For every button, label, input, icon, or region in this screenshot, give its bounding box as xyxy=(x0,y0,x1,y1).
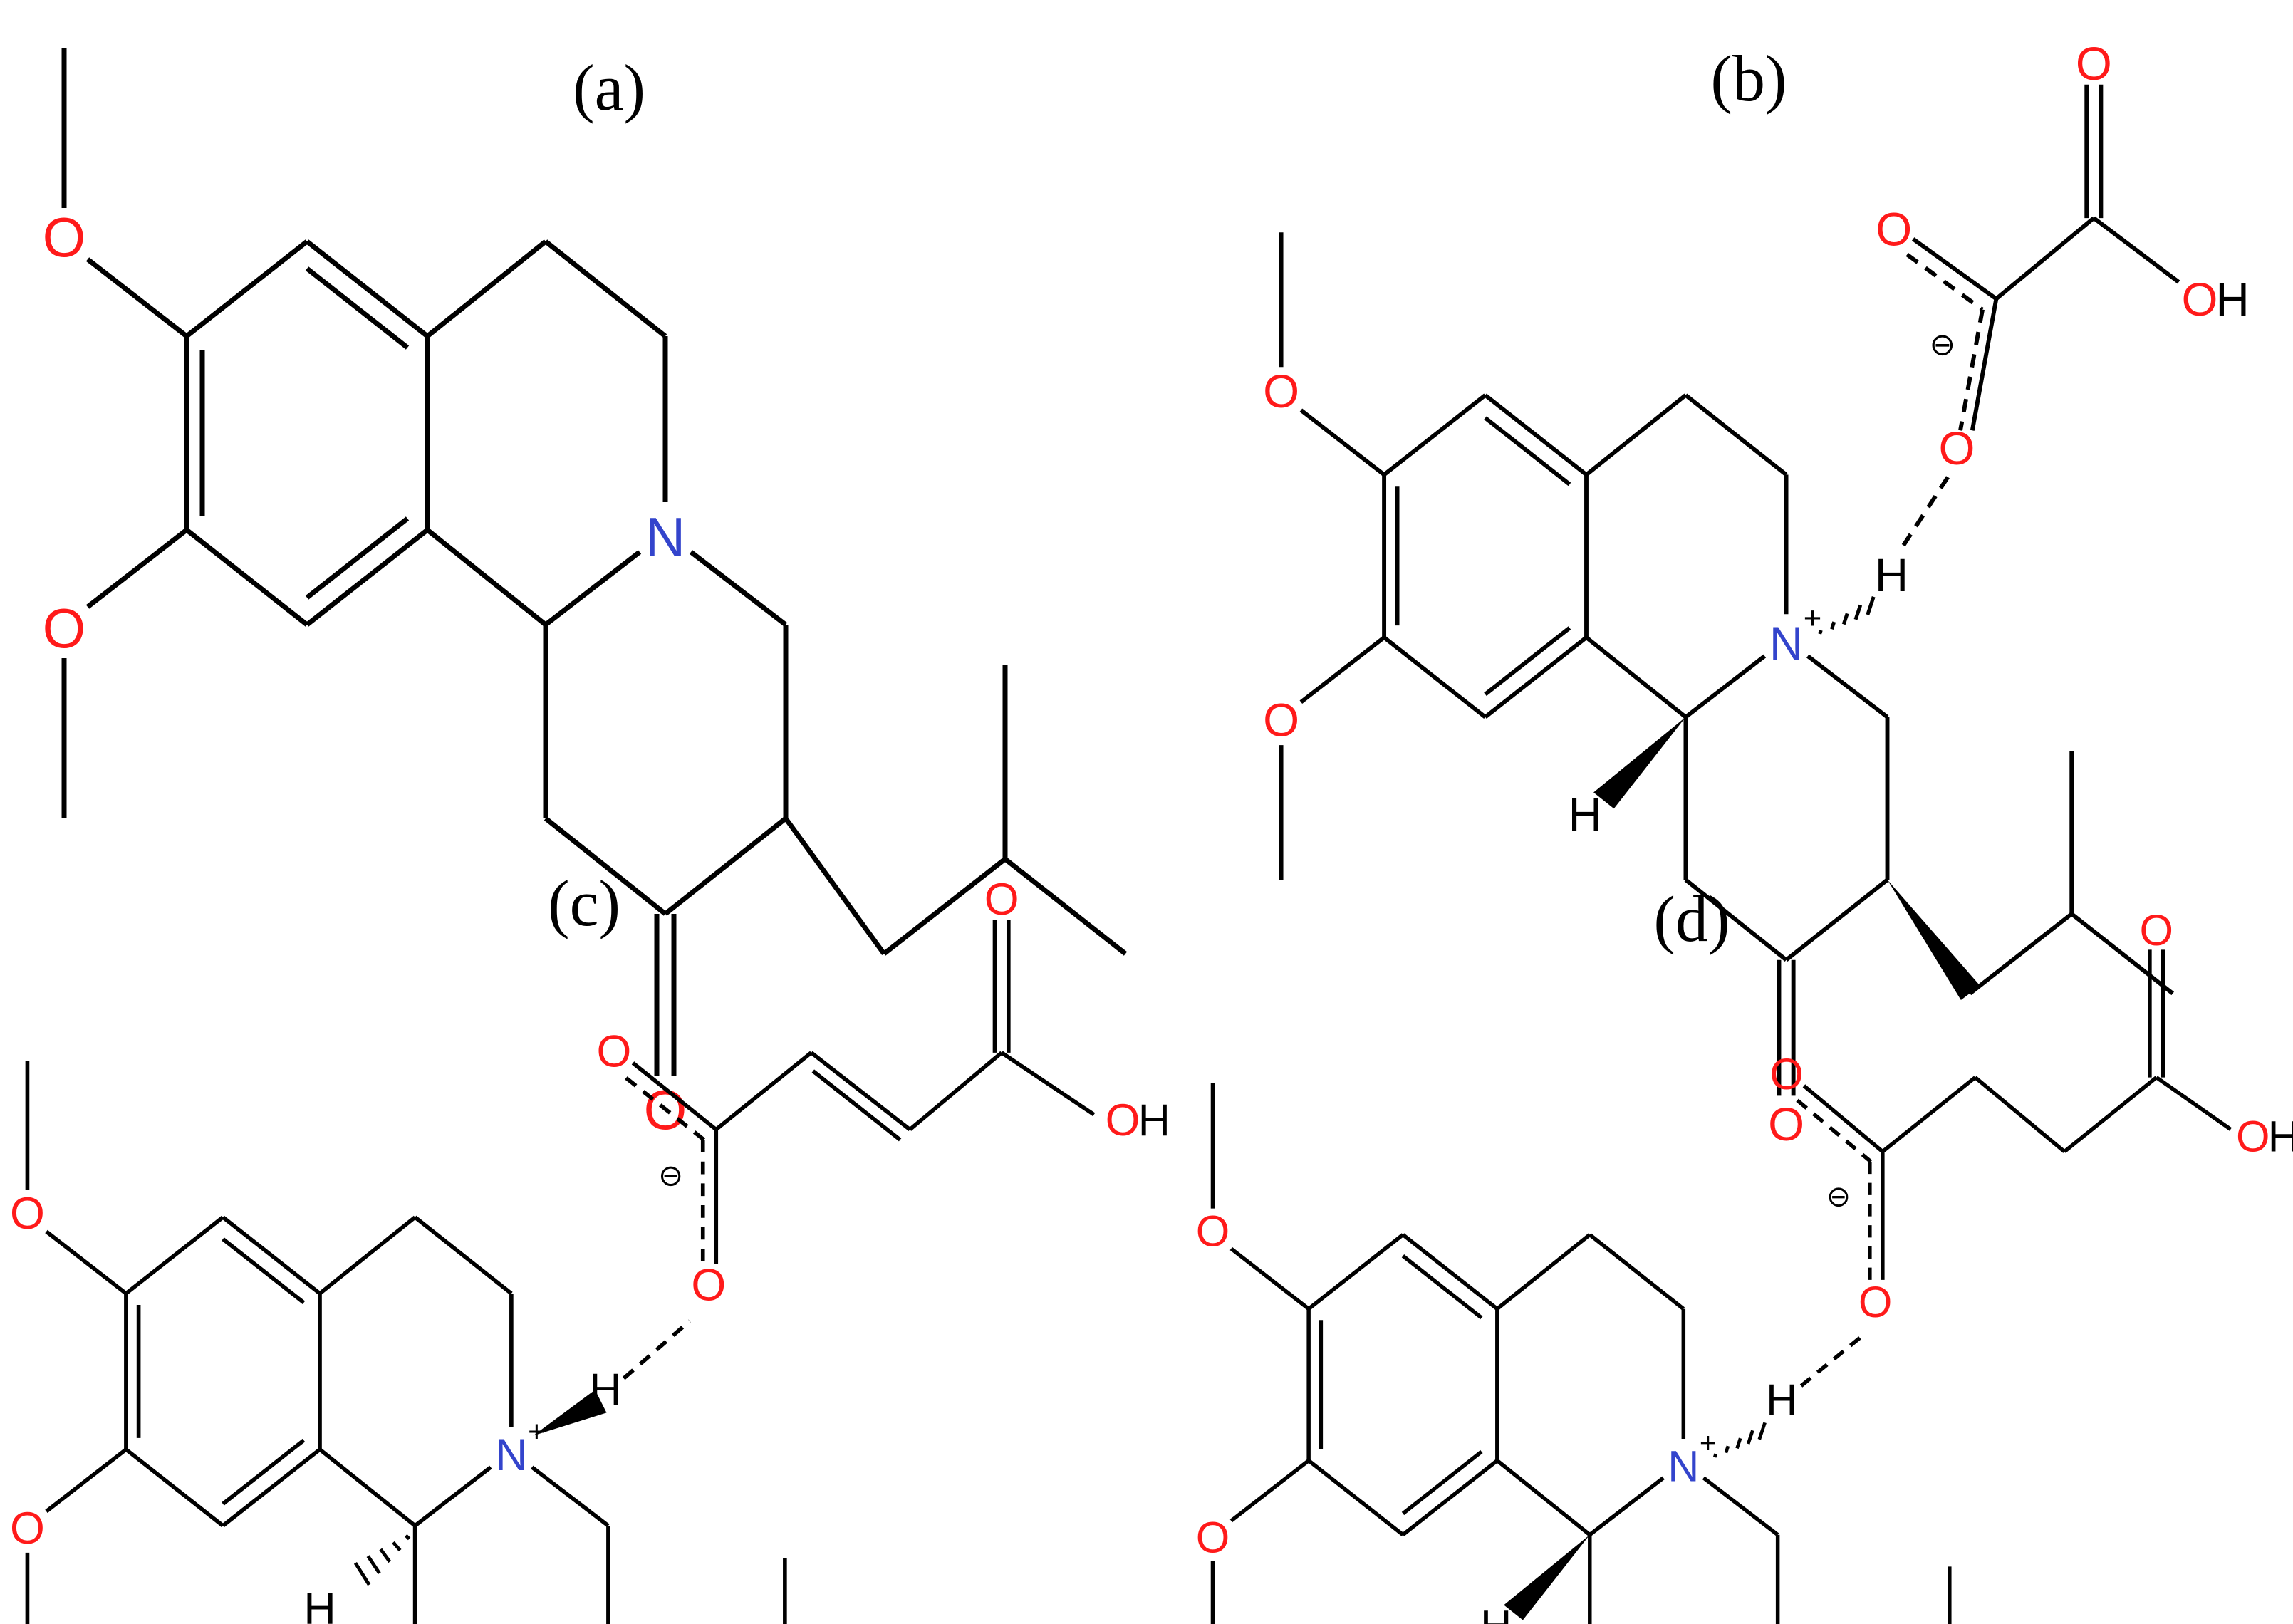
panel-label-d: (d) xyxy=(1653,883,1730,955)
atom-oxygen-acid-carbonyl: O xyxy=(2076,38,2112,90)
atom-hydroxyl-h: H xyxy=(1138,1095,1170,1145)
hydrogen-bond xyxy=(622,1319,692,1380)
hydrogen-bond xyxy=(1901,472,1953,547)
atom-oxygen-carboxylate-lower: O xyxy=(691,1261,726,1311)
atom-nitrogen-protonated: N xyxy=(495,1430,527,1480)
atom-oxygen-carboxylate-upper: O xyxy=(1876,204,1912,256)
atom-nitrogen-protonated: N xyxy=(1769,618,1803,670)
positive-charge-symbol: + xyxy=(1804,601,1822,636)
atom-hydrogen-11b: H xyxy=(1480,1601,1512,1624)
atom-hydrogen-11b: H xyxy=(303,1584,336,1624)
negative-charge-symbol: ⊖ xyxy=(658,1159,683,1192)
atom-hydroxyl-o: O xyxy=(2182,274,2218,326)
atom-hydroxyl-h: H xyxy=(2216,274,2250,326)
atom-hydrogen-11b: H xyxy=(1569,788,1602,840)
panel-b: (b) xyxy=(1263,38,2250,1150)
panel-c: (c) xyxy=(10,867,1170,1624)
molecule-a-skeleton xyxy=(64,48,1125,1076)
hydrogen-bond xyxy=(1799,1334,1864,1388)
atom-oxygen-methoxy-top: O xyxy=(43,206,86,269)
negative-charge-symbol: ⊖ xyxy=(1930,328,1956,363)
atom-oxygen-methoxy-bottom: O xyxy=(43,597,86,660)
hashed-bond-h11b xyxy=(353,1534,411,1586)
atom-oxygen-carboxylate-lower: O xyxy=(1858,1278,1893,1326)
atom-hydrogen-n: H xyxy=(1766,1375,1797,1424)
wedge-bond-h11b xyxy=(1593,717,1686,809)
wedge-bond-h11b xyxy=(1504,1534,1590,1620)
atom-hydrogen-n: H xyxy=(1875,549,1908,601)
atom-oxygen-methoxy-bottom: O xyxy=(1196,1514,1230,1562)
atom-oxygen-methoxy-bottom: O xyxy=(10,1504,45,1553)
atom-hydrogen-n: H xyxy=(589,1365,621,1415)
wedge-bond-c3 xyxy=(1887,880,1980,1000)
hashed-bond-n-h xyxy=(1818,596,1876,635)
atom-oxygen-methoxy-top: O xyxy=(1196,1207,1230,1256)
hashed-bond-n-h xyxy=(1712,1422,1767,1458)
atom-oxygen-methoxy-bottom: O xyxy=(1263,694,1299,746)
molecule-c-skeleton xyxy=(27,920,1096,1624)
atom-oxygen-ketone: O xyxy=(1768,1098,1804,1150)
atom-hydroxyl-o: O xyxy=(2236,1113,2270,1161)
panel-d: (d) xyxy=(1196,883,2293,1624)
negative-charge-symbol: ⊖ xyxy=(1826,1180,1851,1212)
panel-label-c: (c) xyxy=(548,867,620,939)
atom-nitrogen-protonated: N xyxy=(1668,1442,1699,1490)
positive-charge-symbol: + xyxy=(1700,1426,1717,1459)
positive-charge-symbol: + xyxy=(528,1415,545,1448)
wedge-bond-n-h xyxy=(533,1390,607,1436)
atom-hydroxyl-h: H xyxy=(2268,1113,2293,1161)
atom-oxygen-methoxy-top: O xyxy=(10,1189,45,1239)
atom-oxygen-carboxylate-upper: O xyxy=(1769,1050,1804,1098)
atom-oxygen-methoxy-top: O xyxy=(1263,365,1299,417)
molecule-d-skeleton xyxy=(1212,949,2232,1624)
molecule-b-skeleton xyxy=(1281,84,2180,1096)
atom-hydroxyl-o: O xyxy=(1106,1095,1140,1145)
panel-a: (a) O O N O xyxy=(43,48,1125,1141)
atom-oxygen-carboxylate-upper: O xyxy=(597,1026,632,1076)
atom-nitrogen: N xyxy=(645,506,685,568)
atom-oxygen-carboxylate-lower: O xyxy=(1938,422,1975,474)
panel-label-b: (b) xyxy=(1710,42,1787,115)
panel-label-a: (a) xyxy=(573,51,645,124)
atom-oxygen-acid-carbonyl: O xyxy=(2140,906,2174,954)
atom-oxygen-acid-carbonyl: O xyxy=(984,875,1019,925)
